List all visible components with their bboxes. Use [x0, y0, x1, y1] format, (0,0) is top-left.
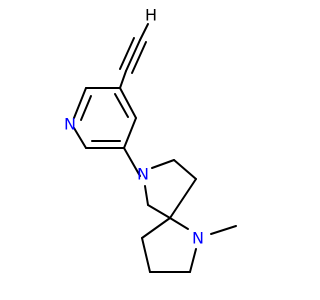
alkyne-group [119, 23, 149, 89]
bond-c9-spiro [169, 178, 197, 219]
bond-pyr-c2-n1-inner [80, 95, 92, 121]
molecule-structure-diagram: H N N N [64, 6, 237, 273]
bond-c2-n1 [189, 248, 197, 273]
pyridine-ring [73, 87, 137, 149]
bond-alkyne-ring [119, 70, 127, 89]
pyridine-n-label: N [64, 115, 76, 134]
bond-c4-c3 [141, 237, 151, 273]
bond-alkyne-h [139, 23, 149, 41]
bond-c6-n7 [144, 185, 149, 206]
bond-n7-c8 [151, 159, 175, 169]
bond-pyr-c4-c3-inner [114, 93, 129, 118]
atom-labels: H N N N [64, 6, 204, 248]
bond-alkyne-triple-3 [119, 37, 135, 70]
pyrrolidine-n-label: N [137, 165, 149, 184]
bond-pyr-c2-n1 [73, 87, 87, 119]
bond-n1-spiro [169, 217, 189, 230]
bond-alkyne-triple-1 [125, 39, 141, 72]
pyrrolidine-ring [144, 159, 197, 219]
bond-spiro-c4 [141, 217, 171, 239]
bond-pyr-n1-c6 [73, 127, 87, 149]
bond-alkyne-triple-2 [131, 41, 147, 74]
bond-pyr-c5-c4 [123, 117, 137, 149]
bond-c8-c9 [173, 159, 197, 180]
bond-n1-methyl [210, 225, 237, 235]
methylpyrrolidine-ring [141, 217, 237, 273]
bond-pyridine-n-spiro [123, 147, 141, 177]
alkyne-h-label: H [145, 6, 157, 25]
methyl-n-label: N [192, 229, 204, 248]
bond-spiro-c6 [147, 204, 171, 219]
bond-pyr-c4-c3 [119, 87, 137, 119]
